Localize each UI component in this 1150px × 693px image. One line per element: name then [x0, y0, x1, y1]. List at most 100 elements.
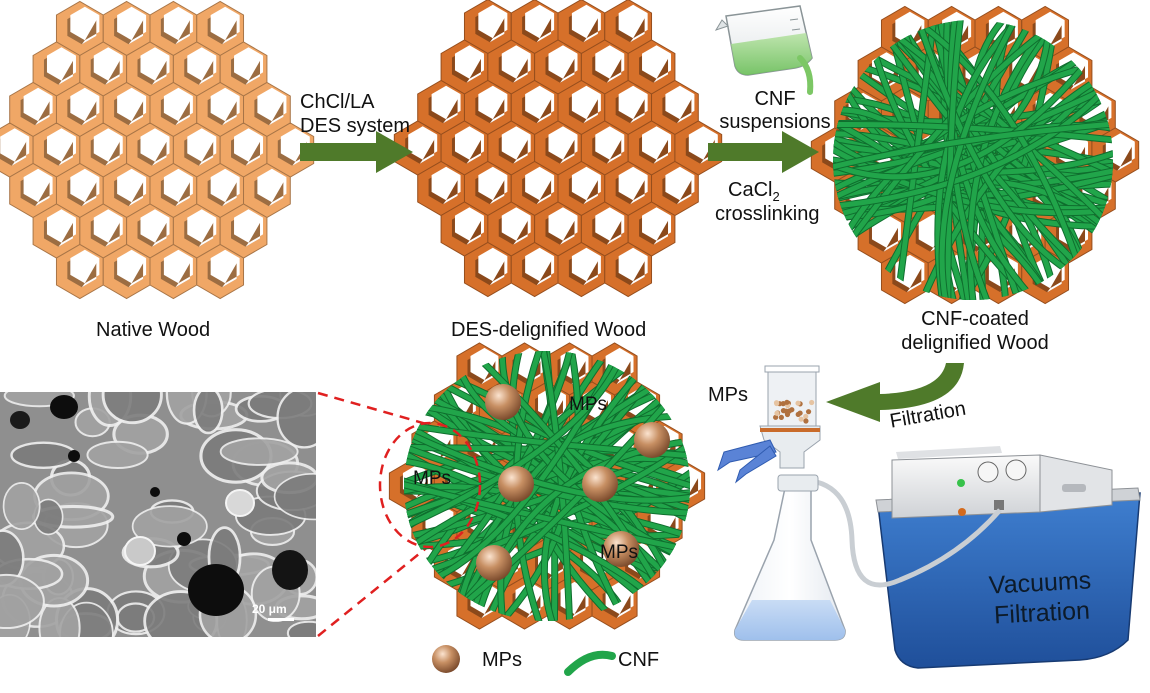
des-label-line2: DES system [300, 115, 411, 137]
delignified-wood-honeycomb [393, 0, 723, 298]
cnf-fiber-highlight [833, 114, 1050, 298]
honeycomb-cell [219, 41, 268, 97]
honeycomb-cell [196, 162, 245, 219]
funnel-mp-dot [803, 413, 809, 420]
coated-wood-label-line2: delignified Wood [901, 332, 1049, 354]
sem-micrograph-image [0, 392, 316, 637]
sem-cell [276, 392, 316, 449]
filter-funnel-icon [717, 365, 821, 484]
funnel-mp-dot [773, 400, 780, 406]
honeycomb-cell [32, 203, 81, 259]
legend-mp-swatch [432, 645, 460, 673]
honeycomb-cell [487, 120, 536, 176]
funnel-mp-dot [805, 409, 812, 415]
funnel-mps-label: MPs [708, 384, 748, 406]
honeycomb-cell [55, 243, 104, 300]
cnf-fiber-highlight [945, 20, 965, 300]
funnel-mp-dot [809, 399, 815, 406]
funnel-mp-dot [795, 400, 801, 406]
native-wood-label: Native Wood [96, 319, 211, 341]
sem-cell [86, 440, 149, 469]
cnf-fiber-highlight [967, 22, 1050, 300]
honeycomb-cell [102, 81, 151, 138]
honeycomb-cell [417, 160, 465, 217]
funnel-mp-dot [774, 410, 780, 416]
honeycomb-cell [463, 241, 512, 298]
legend-cnf-label: CNF [618, 649, 660, 671]
honeycomb-cell [440, 120, 489, 176]
honeycomb-cell [79, 41, 128, 97]
des-label-line1: ChCl/LA [300, 91, 375, 113]
cnf-label-line1: CNF [754, 88, 796, 110]
honeycomb-cell [463, 160, 512, 217]
honeycomb-cell [149, 0, 198, 57]
honeycomb-cell [55, 0, 104, 57]
arrow-des-treatment [300, 131, 413, 173]
honeycomb-cell [149, 243, 198, 300]
honeycomb-cell [393, 120, 442, 176]
honeycomb-cell [557, 160, 606, 217]
honeycomb-cell [172, 203, 221, 259]
honeycomb-cell [627, 201, 676, 257]
native-wood-honeycomb [0, 0, 315, 300]
mps-label-a: MPs [569, 394, 607, 415]
flask-icon [733, 474, 846, 641]
honeycomb-cell [487, 39, 536, 95]
legend-cnf-swatch [564, 650, 616, 676]
honeycomb-cell [219, 122, 268, 178]
honeycomb-cell [219, 203, 268, 259]
mp-particles [476, 384, 670, 581]
sem-cell [101, 392, 163, 425]
sem-cell [10, 441, 77, 470]
cnf-fiber-highlight [472, 351, 663, 592]
honeycomb-cell [102, 0, 151, 57]
vacuum-tube [799, 477, 1002, 588]
honeycomb-cell [487, 201, 536, 257]
cnf-fiber-highlight [404, 352, 625, 533]
honeycomb-cell [9, 81, 57, 138]
legend-mps-label: MPs [482, 649, 522, 671]
honeycomb-cell [55, 81, 104, 138]
honeycomb-cell [463, 79, 512, 136]
cnf-fiber-highlight [404, 441, 690, 516]
honeycomb-cell [79, 203, 128, 259]
cnf-fiber-highlight [887, 28, 1113, 229]
honeycomb-cell [126, 41, 174, 97]
scale-bar-label: 20 μm [252, 602, 287, 616]
cnf-coating-fibers [833, 20, 1113, 300]
honeycomb-cell [102, 162, 151, 219]
sem-cell [219, 437, 299, 466]
honeycomb-cell [126, 122, 174, 178]
cnf-fiber-highlight [833, 120, 1113, 173]
cnf-fiber-highlight [914, 20, 1079, 278]
honeycomb-cell [463, 0, 512, 55]
sem-cell [286, 620, 316, 637]
honeycomb-cell [149, 81, 198, 138]
sem-cell [0, 573, 45, 630]
honeycomb-cell [196, 0, 245, 57]
honeycomb-cell [0, 122, 34, 178]
funnel-mp-dot [778, 414, 784, 420]
honeycomb-cell [149, 162, 198, 219]
honeycomb-cell [126, 203, 174, 259]
cnf-label-line2: suspensions [719, 111, 831, 133]
honeycomb-cell [172, 41, 221, 97]
honeycomb-cell [651, 160, 699, 217]
cacl2-text: CaCl [728, 179, 773, 201]
honeycomb-cell [196, 243, 245, 300]
honeycomb-cell [243, 162, 291, 219]
honeycomb-cell [266, 122, 315, 178]
honeycomb-cell [651, 79, 699, 136]
mp-particle [582, 466, 618, 502]
cnf-fiber-highlight [909, 20, 1083, 273]
filtration-apparatus [717, 365, 1141, 669]
cacl2-subscript: 2 [772, 189, 780, 204]
honeycomb-cell [627, 39, 676, 95]
mp-particle [498, 466, 534, 502]
cnf-fiber-highlight [944, 20, 1038, 300]
mps-label-c: MPs [600, 542, 638, 563]
mp-particle [485, 384, 521, 420]
funnel-mp-dot [803, 418, 809, 424]
honeycomb-cell [604, 241, 653, 298]
